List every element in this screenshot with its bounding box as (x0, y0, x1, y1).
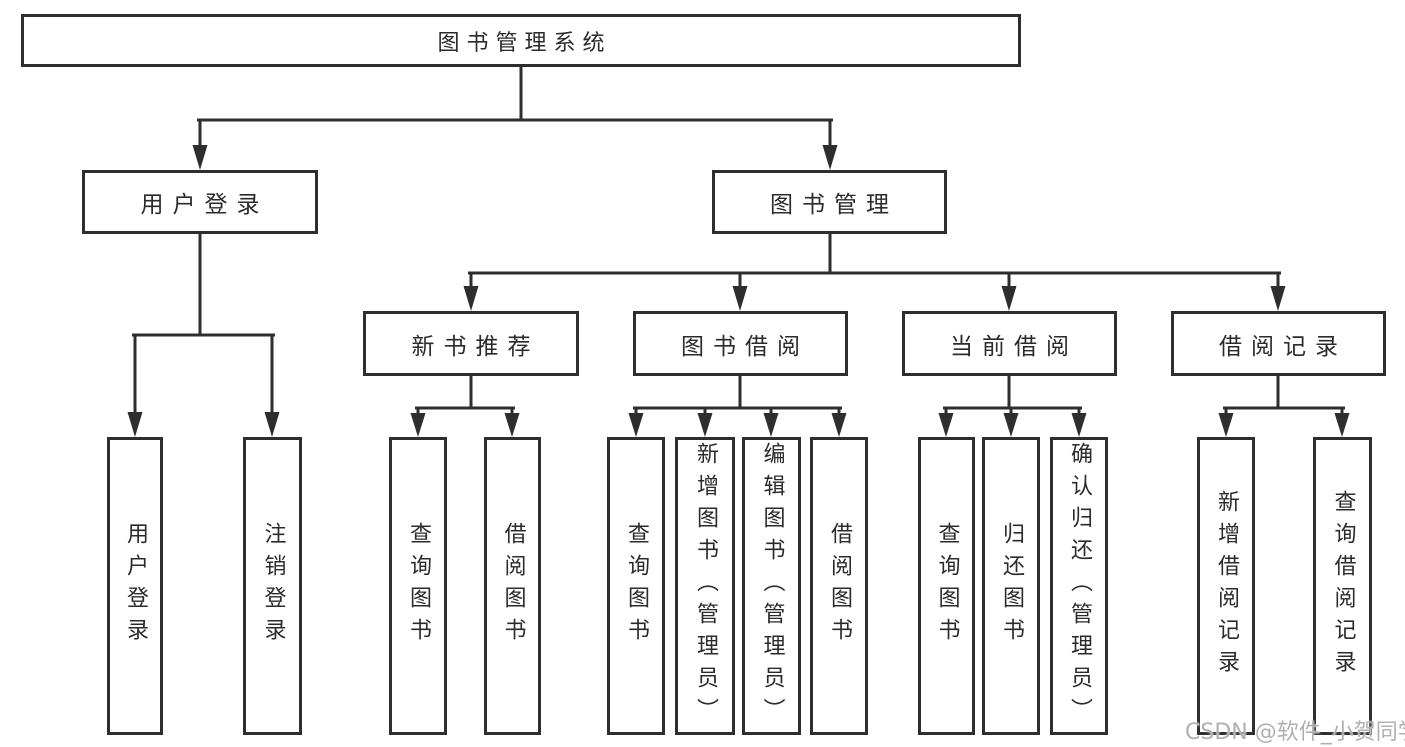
leaf-user-login-label: 用户登录 (123, 522, 148, 650)
leaf-logout: 注销登录 (243, 437, 302, 735)
leaf-borrow-books-recommend-label: 借阅图书 (500, 522, 526, 650)
leaf-add-books-admin-label: 新增图书（管理员） (693, 442, 718, 730)
leaf-query-borrow-record-label: 查询借阅记录 (1330, 490, 1356, 682)
node-user-login-label: 用户登录 (140, 192, 269, 218)
connector-book-borrow-children (628, 374, 847, 437)
leaf-confirm-return-admin: 确认归还（管理员） (1050, 437, 1108, 735)
leaf-return-books: 归还图书 (982, 437, 1040, 735)
leaf-user-login: 用户登录 (107, 437, 163, 735)
leaf-logout-label: 注销登录 (260, 522, 286, 650)
node-book-management: 图书管理 (712, 170, 947, 234)
connector-book-management-children (463, 232, 1286, 311)
node-root: 图书管理系统 (21, 14, 1021, 67)
node-borrowing-records: 借阅记录 (1171, 311, 1386, 376)
leaf-return-books-label: 归还图书 (999, 522, 1024, 650)
connector-user-login-children (127, 232, 280, 437)
leaf-add-books-admin: 新增图书（管理员） (675, 437, 735, 735)
leaf-query-books-borrow-label: 查询图书 (624, 522, 649, 650)
node-root-label: 图书管理系统 (437, 30, 612, 56)
leaf-confirm-return-admin-label: 确认归还（管理员） (1067, 442, 1092, 730)
leaf-query-books-current-label: 查询图书 (934, 522, 960, 650)
leaf-query-borrow-record: 查询借阅记录 (1313, 437, 1372, 735)
node-user-login: 用户登录 (82, 170, 318, 234)
leaf-add-borrow-record-label: 新增借阅记录 (1214, 490, 1239, 682)
leaf-add-borrow-record: 新增借阅记录 (1197, 437, 1255, 735)
node-new-book-recommend: 新书推荐 (363, 311, 579, 376)
connector-borrow-record-children (1218, 374, 1350, 437)
node-book-management-label: 图书管理 (770, 192, 898, 218)
node-borrowing-records-label: 借阅记录 (1219, 333, 1347, 360)
leaf-borrow-books-recommend: 借阅图书 (484, 437, 541, 735)
leaf-query-books-current: 查询图书 (918, 437, 975, 735)
node-current-borrowing-label: 当前借阅 (950, 333, 1078, 360)
node-book-borrowing-label: 图书借阅 (681, 333, 809, 360)
node-current-borrowing: 当前借阅 (902, 311, 1117, 376)
connector-root-to-level1 (192, 65, 838, 170)
leaf-query-books-recommend: 查询图书 (389, 437, 447, 735)
leaf-query-books-recommend-label: 查询图书 (406, 522, 431, 650)
leaf-borrow-books: 借阅图书 (810, 437, 868, 735)
csdn-watermark: CSDN @软件_小贺同学 (1185, 720, 1405, 745)
leaf-borrow-books-label: 借阅图书 (827, 522, 852, 650)
connector-new-book-children (410, 374, 520, 437)
connector-current-borrow-children (938, 374, 1087, 437)
leaf-edit-books-admin-label: 编辑图书（管理员） (759, 442, 785, 730)
node-book-borrowing: 图书借阅 (633, 311, 848, 376)
node-new-book-recommend-label: 新书推荐 (411, 333, 540, 360)
leaf-edit-books-admin: 编辑图书（管理员） (742, 437, 801, 735)
leaf-query-books-borrow: 查询图书 (607, 437, 665, 735)
